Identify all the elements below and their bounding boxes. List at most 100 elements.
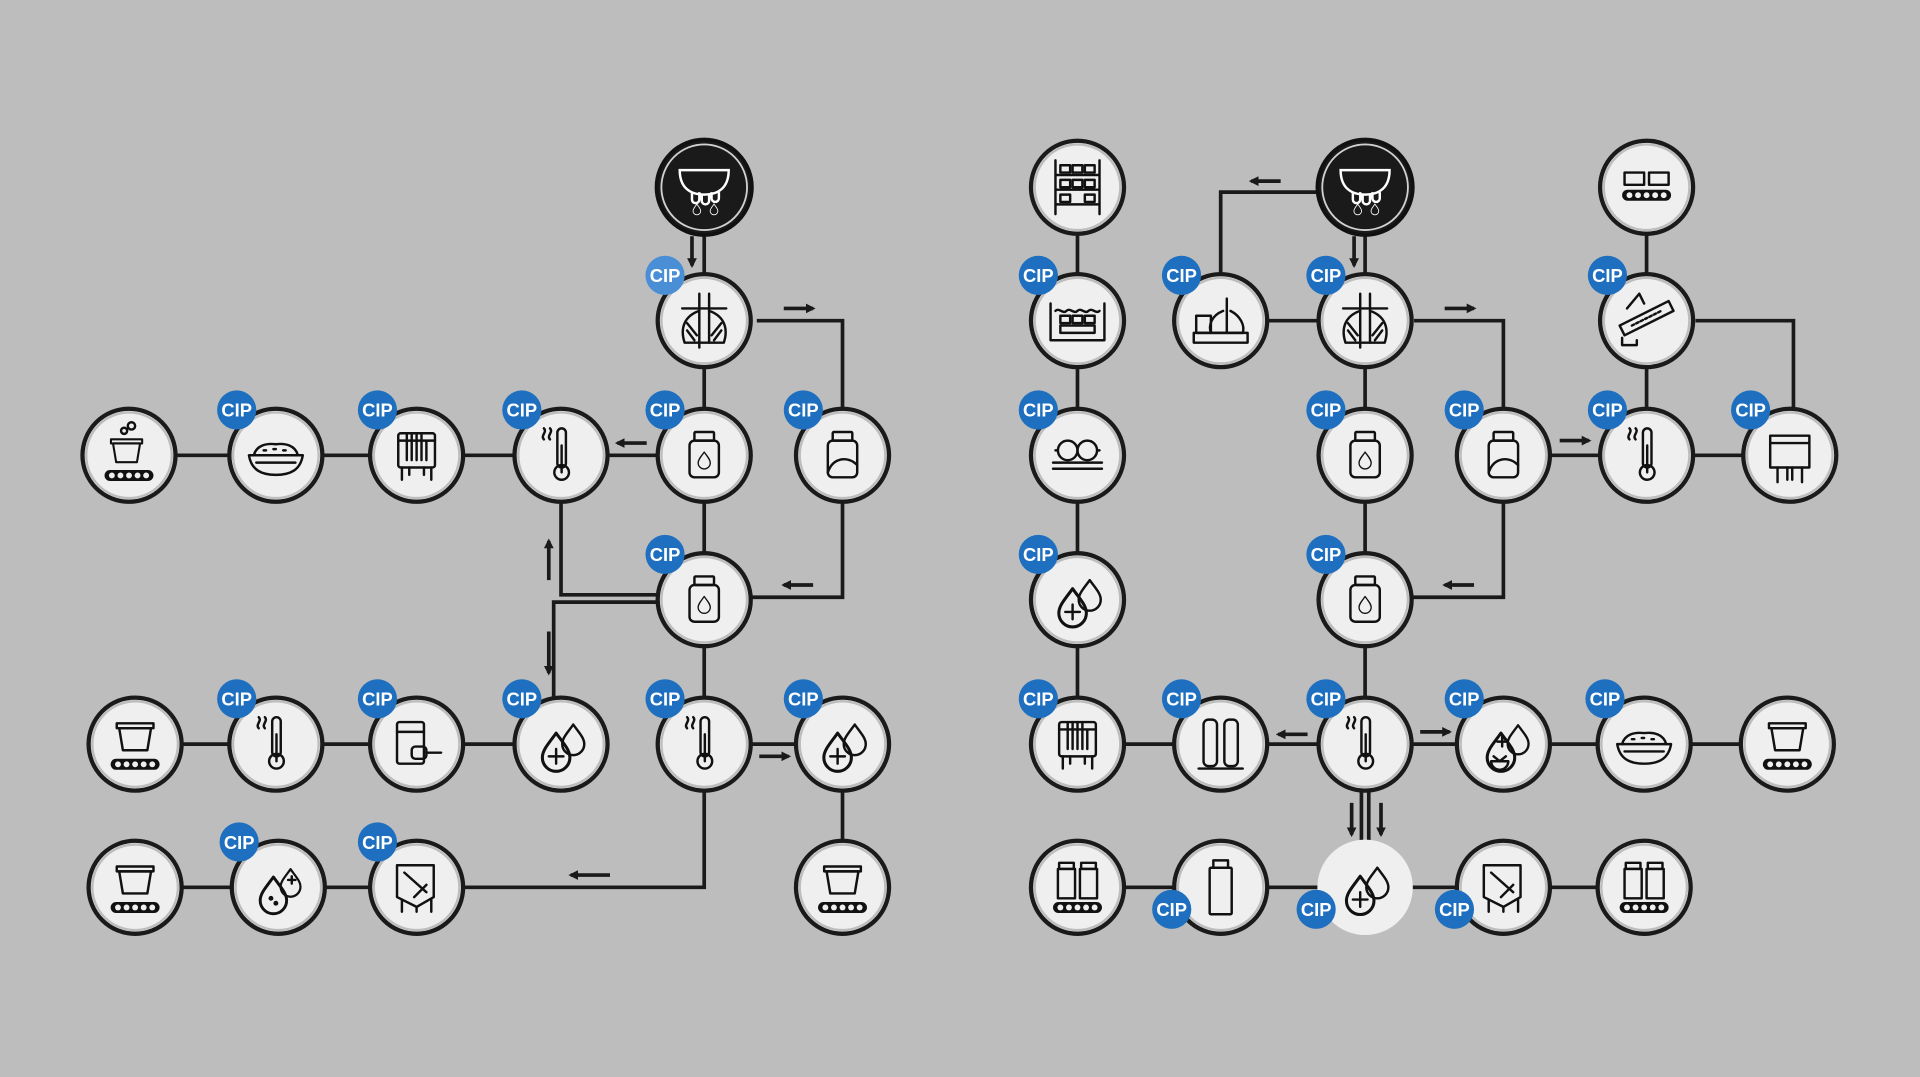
- cip-label: CIP: [1449, 400, 1480, 421]
- cup-bubbles-conveyor-icon: [104, 421, 154, 481]
- cip-badge: CIP: [357, 390, 398, 430]
- process-node-l-bowl[interactable]: CIP: [217, 390, 325, 504]
- process-node-l-tank1[interactable]: CIP: [357, 390, 466, 504]
- process-node-r-tray[interactable]: CIP: [1018, 255, 1127, 370]
- process-node-l-dose1[interactable]: CIP: [502, 679, 610, 793]
- process-node-r-bottles2[interactable]: [1595, 838, 1693, 936]
- cip-label: CIP: [650, 689, 681, 710]
- filter-columns-icon: [1197, 718, 1244, 770]
- process-node-r-dose[interactable]: CIP: [1018, 534, 1127, 649]
- process-node-l-fruit[interactable]: CIP: [219, 822, 327, 936]
- process-node-r-tank2[interactable]: CIP: [1434, 838, 1553, 936]
- cup-conveyor-icon: [110, 865, 160, 914]
- cip-badge: CIP: [1444, 679, 1484, 719]
- jar-drop-icon: [1349, 575, 1382, 623]
- process-node-r-therm[interactable]: CIP: [1306, 679, 1414, 793]
- cip-label: CIP: [1592, 265, 1623, 286]
- cip-badge: CIP: [1296, 889, 1336, 929]
- thermometer-icon: [256, 715, 286, 770]
- cip-badge: CIP: [217, 390, 257, 430]
- cip-badge: CIP: [645, 255, 685, 295]
- process-node-r-boxes[interactable]: [1597, 138, 1696, 236]
- milk-source-icon: [678, 168, 730, 216]
- process-node-r-extruder[interactable]: CIP: [1587, 255, 1696, 370]
- cip-label: CIP: [221, 400, 252, 421]
- process-node-l-dose2[interactable]: CIP: [783, 679, 892, 793]
- process-node-r-jar1[interactable]: CIP: [1306, 390, 1414, 504]
- cip-label: CIP: [221, 689, 252, 710]
- cip-badge: CIP: [1018, 390, 1058, 430]
- fruit-dose-icon: [258, 868, 302, 916]
- process-node-l-jar1[interactable]: CIP: [645, 390, 753, 504]
- cip-badge: CIP: [1152, 889, 1192, 929]
- cip-label: CIP: [507, 400, 538, 421]
- cip-badge: CIP: [1306, 255, 1346, 295]
- connection-lines: [128, 187, 1796, 890]
- cip-label: CIP: [650, 544, 681, 565]
- cip-badge: CIP: [1306, 534, 1346, 574]
- cip-badge: CIP: [357, 822, 398, 862]
- process-node-r-milk[interactable]: [1315, 137, 1415, 237]
- process-node-l-milk[interactable]: [654, 137, 754, 237]
- process-node-r-rack[interactable]: [1028, 138, 1127, 236]
- extruder-icon: [1618, 292, 1675, 347]
- cip-badge: CIP: [1306, 679, 1346, 719]
- scoop-container-icon: [395, 720, 443, 765]
- bottle-icon: [1208, 859, 1233, 916]
- process-node-l-therm2[interactable]: CIP: [217, 679, 325, 793]
- process-node-r-bottles1[interactable]: [1028, 838, 1127, 936]
- process-node-r-dose2[interactable]: CIP: [1296, 839, 1413, 936]
- process-node-r-cup[interactable]: [1738, 695, 1836, 793]
- process-node-r-fruit[interactable]: CIP: [1444, 679, 1553, 793]
- process-node-r-sep2[interactable]: CIP: [1161, 255, 1270, 370]
- cip-label: CIP: [788, 689, 819, 710]
- cip-label: CIP: [1439, 899, 1470, 920]
- stirred-tank-icon: [1482, 864, 1522, 914]
- process-node-l-tank2[interactable]: CIP: [357, 822, 466, 936]
- process-node-r-filter[interactable]: CIP: [1161, 679, 1270, 793]
- process-node-r-bottle[interactable]: CIP: [1152, 838, 1270, 936]
- cip-label: CIP: [650, 400, 681, 421]
- cip-badge: CIP: [502, 679, 542, 719]
- process-node-r-bowl[interactable]: CIP: [1585, 679, 1693, 793]
- cip-badge: CIP: [1587, 390, 1628, 430]
- cip-label: CIP: [1311, 544, 1342, 565]
- process-node-l-cup4[interactable]: [86, 838, 184, 936]
- cip-label: CIP: [1156, 899, 1187, 920]
- process-node-r-therm2[interactable]: CIP: [1587, 390, 1696, 504]
- process-node-r-jar3[interactable]: CIP: [1306, 534, 1414, 649]
- process-node-l-therm3[interactable]: CIP: [645, 679, 753, 793]
- process-node-l-scoop[interactable]: CIP: [357, 679, 466, 793]
- cip-label: CIP: [507, 689, 538, 710]
- process-node-l-jar3[interactable]: CIP: [645, 534, 753, 649]
- cip-badge: CIP: [357, 679, 398, 719]
- cip-badge: CIP: [1018, 255, 1058, 295]
- cip-badge: CIP: [1585, 679, 1625, 719]
- process-node-r-ball[interactable]: CIP: [1018, 390, 1127, 504]
- thermometer-icon: [1345, 715, 1375, 770]
- process-node-r-tank[interactable]: CIP: [1018, 679, 1127, 793]
- process-node-r-tank3[interactable]: CIP: [1731, 390, 1839, 504]
- jar-powder-icon: [1487, 430, 1520, 479]
- cip-label: CIP: [1023, 400, 1054, 421]
- cip-badge: CIP: [502, 390, 542, 430]
- cip-label: CIP: [1023, 265, 1054, 286]
- cip-label: CIP: [1311, 265, 1342, 286]
- cip-badge: CIP: [783, 390, 823, 430]
- cip-badge: CIP: [1018, 679, 1058, 719]
- process-node-l-cup1[interactable]: [80, 406, 178, 504]
- cip-badge: CIP: [645, 534, 685, 574]
- process-node-r-jar2[interactable]: CIP: [1444, 390, 1553, 504]
- process-node-l-cup2[interactable]: [86, 695, 184, 793]
- flow-arrows: [543, 176, 1592, 880]
- cup-conveyor-icon: [818, 865, 867, 914]
- process-node-l-cup3[interactable]: [793, 838, 892, 936]
- bowl-icon: [247, 442, 305, 477]
- cip-label: CIP: [1301, 899, 1332, 920]
- cip-label: CIP: [362, 689, 393, 710]
- jar-drop-icon: [688, 430, 721, 479]
- process-node-l-jar2[interactable]: CIP: [783, 390, 892, 504]
- process-node-l-sep[interactable]: CIP: [645, 255, 753, 370]
- process-node-r-sep[interactable]: CIP: [1306, 255, 1414, 370]
- process-node-l-therm1[interactable]: CIP: [502, 390, 610, 504]
